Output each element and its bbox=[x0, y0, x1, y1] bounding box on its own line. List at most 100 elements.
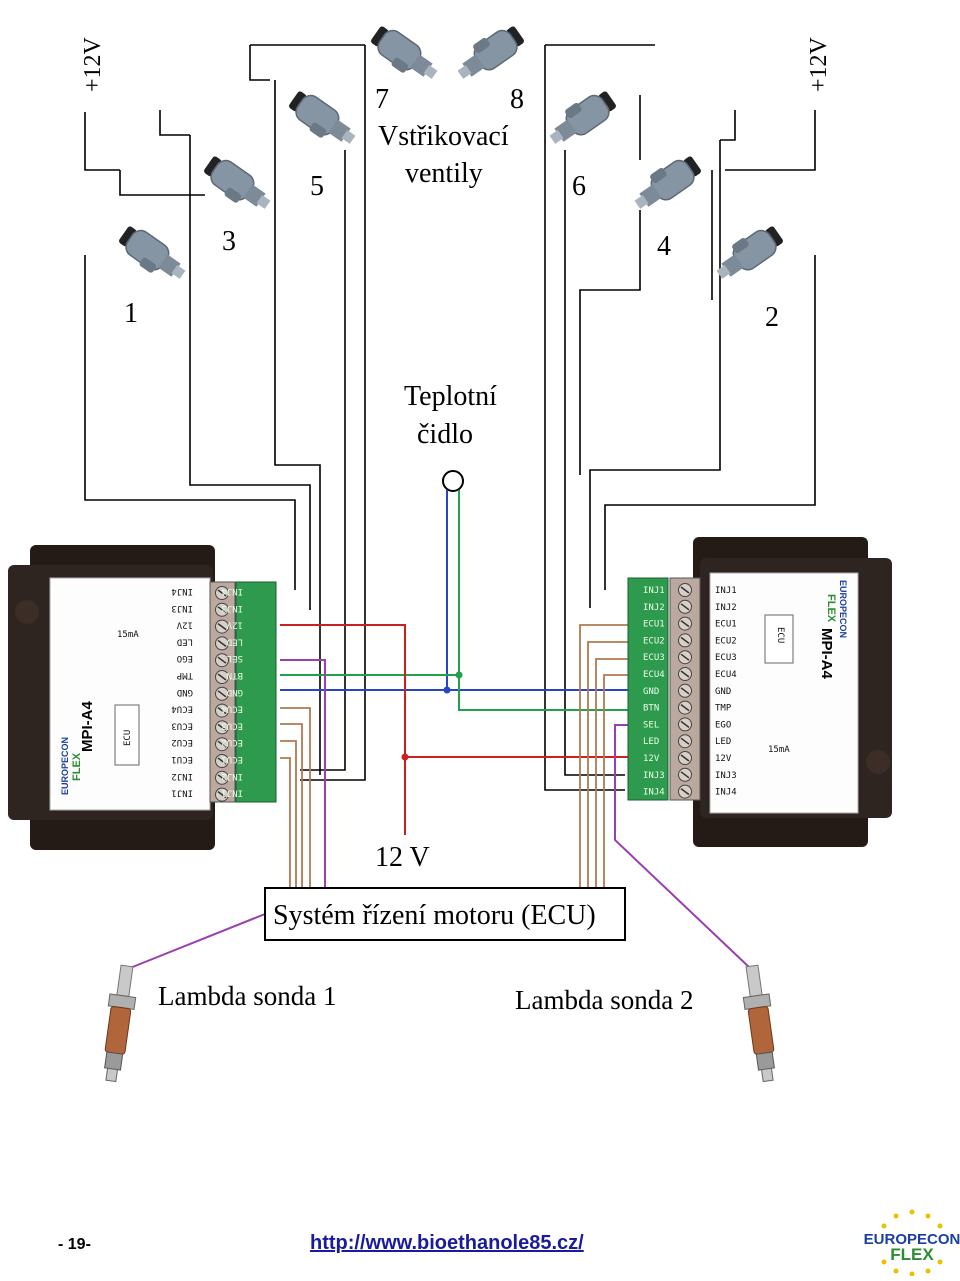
injector-wires bbox=[84, 44, 816, 791]
right-terminal-label: 12V bbox=[643, 754, 660, 764]
injector-5 bbox=[283, 86, 362, 155]
lambda-1-label: Lambda sonda 1 bbox=[158, 981, 336, 1011]
injector-7 bbox=[365, 21, 444, 90]
injector-num-6: 6 bbox=[572, 171, 586, 202]
right-terminal-label: BTN bbox=[643, 704, 659, 714]
left-pin-label: ECU2 bbox=[171, 737, 193, 747]
sensor-label-2: čidlo bbox=[417, 419, 473, 450]
right-pin-label: ECU3 bbox=[715, 653, 737, 663]
left-terminal-label: SEL bbox=[227, 653, 243, 663]
left-module-current: 15mA bbox=[117, 630, 139, 640]
ecu-box bbox=[264, 887, 626, 941]
svg-text:EUROPECON: EUROPECON bbox=[838, 580, 848, 638]
left-pin-label: ECU1 bbox=[171, 754, 193, 764]
right-pin-label: LED bbox=[715, 737, 731, 747]
injector-3 bbox=[198, 151, 277, 220]
right-terminal-label: ECU4 bbox=[643, 670, 665, 680]
lambda-2-label: Lambda sonda 2 bbox=[515, 985, 693, 1015]
injector-2 bbox=[708, 218, 788, 288]
left-pin-label: LED bbox=[177, 636, 193, 646]
right-terminal-label: SEL bbox=[643, 720, 659, 730]
left-ecu-label: ECU bbox=[123, 730, 133, 746]
injector-num-8: 8 bbox=[510, 84, 524, 115]
right-pin-label: INJ1 bbox=[715, 586, 737, 596]
module-left: INJ4INJ312VLEDSELBTNGNDECU4ECU3ECU2ECU1I… bbox=[8, 545, 277, 850]
right-terminal-label: GND bbox=[643, 687, 659, 697]
left-pin-label: EGO bbox=[177, 653, 193, 663]
left-pin-label: INJ3 bbox=[171, 603, 193, 613]
right-terminal-label: LED bbox=[643, 737, 659, 747]
injector-num-1: 1 bbox=[124, 298, 138, 329]
right-terminal-label: ECU1 bbox=[643, 620, 665, 630]
page-number: - 19- bbox=[58, 1236, 91, 1253]
left-terminal-label: ECU3 bbox=[221, 720, 243, 730]
left-pin-label: ECU4 bbox=[171, 704, 193, 714]
left-terminal-label: INJ2 bbox=[221, 771, 243, 781]
left-terminal-label: INJ1 bbox=[221, 788, 243, 798]
lambda-sensor-1-icon bbox=[97, 963, 141, 1084]
svg-text:EUROPECON: EUROPECON bbox=[60, 737, 70, 795]
right-pin-label: EGO bbox=[715, 720, 731, 730]
injector-num-3: 3 bbox=[222, 226, 236, 257]
left-terminal-label: INJ4 bbox=[221, 586, 243, 596]
right-terminal-label: ECU2 bbox=[643, 636, 665, 646]
right-terminal-label: INJ4 bbox=[643, 788, 665, 798]
left-module-name: MPI-A4 bbox=[79, 701, 96, 752]
left-terminal-label: ECU2 bbox=[221, 737, 243, 747]
injector-num-4: 4 bbox=[657, 231, 671, 262]
left-terminal-label: LED bbox=[227, 636, 243, 646]
europecon-flex-logo: EUROPECON FLEX bbox=[864, 1208, 960, 1277]
left-pin-label: TMP bbox=[176, 670, 193, 680]
injector-6 bbox=[541, 83, 621, 153]
injector-1 bbox=[113, 221, 192, 290]
title-line-2: ventily bbox=[405, 158, 483, 189]
colored-wires bbox=[129, 490, 751, 969]
ecu-box-label: Systém řízení motoru (ECU) bbox=[273, 900, 596, 931]
left-pin-label: GND bbox=[177, 687, 193, 697]
svg-text:FLEX: FLEX bbox=[890, 1245, 934, 1264]
power-label: 12 V bbox=[375, 842, 430, 873]
right-terminal-label: INJ1 bbox=[643, 586, 665, 596]
right-module-current: 15mA bbox=[768, 745, 790, 755]
right-pin-label: TMP bbox=[715, 704, 732, 714]
right-ecu-label: ECU bbox=[775, 627, 785, 643]
left-terminal-label: ECU4 bbox=[221, 704, 243, 714]
supply-left-label: +12V bbox=[80, 36, 106, 92]
left-pin-label: INJ2 bbox=[171, 771, 193, 781]
right-pin-label: INJ3 bbox=[715, 771, 737, 781]
left-terminal-label: BTN bbox=[227, 670, 243, 680]
left-pin-label: INJ1 bbox=[171, 788, 193, 798]
right-terminal-label: ECU3 bbox=[643, 653, 665, 663]
left-terminal-label: INJ3 bbox=[221, 603, 243, 613]
footer-link[interactable]: http://www.bioethanole85.cz/ bbox=[310, 1232, 584, 1254]
svg-text:EUROPECON: EUROPECON bbox=[864, 1231, 960, 1248]
supply-right-label: +12V bbox=[806, 36, 832, 92]
right-pin-label: ECU4 bbox=[715, 670, 737, 680]
injector-num-7: 7 bbox=[375, 84, 389, 115]
right-pin-label: 12V bbox=[715, 754, 732, 764]
right-pin-label: GND bbox=[715, 687, 731, 697]
temperature-sensor-icon bbox=[442, 470, 464, 492]
right-terminal-label: INJ2 bbox=[643, 603, 665, 613]
left-pin-label: ECU3 bbox=[171, 720, 193, 730]
right-terminal-label: INJ3 bbox=[643, 771, 665, 781]
left-terminal-label: 12V bbox=[226, 620, 243, 630]
injector-num-5: 5 bbox=[310, 171, 324, 202]
left-terminal-label: GND bbox=[227, 687, 243, 697]
right-module-logo: EUROPECON FLEX bbox=[825, 580, 848, 638]
left-module-logo: EUROPECON FLEX bbox=[60, 737, 83, 795]
sensor-label-1: Teplotní bbox=[404, 381, 497, 412]
lambda-sensor-2-icon bbox=[738, 963, 782, 1084]
right-pin-label: ECU2 bbox=[715, 636, 737, 646]
right-module-name: MPI-A4 bbox=[818, 628, 835, 679]
injector-4 bbox=[626, 148, 706, 218]
injector-8 bbox=[449, 18, 529, 88]
left-terminal-label: ECU1 bbox=[221, 754, 243, 764]
svg-text:FLEX: FLEX bbox=[825, 594, 837, 623]
right-pin-label: INJ2 bbox=[715, 603, 737, 613]
right-pin-label: INJ4 bbox=[715, 788, 737, 798]
